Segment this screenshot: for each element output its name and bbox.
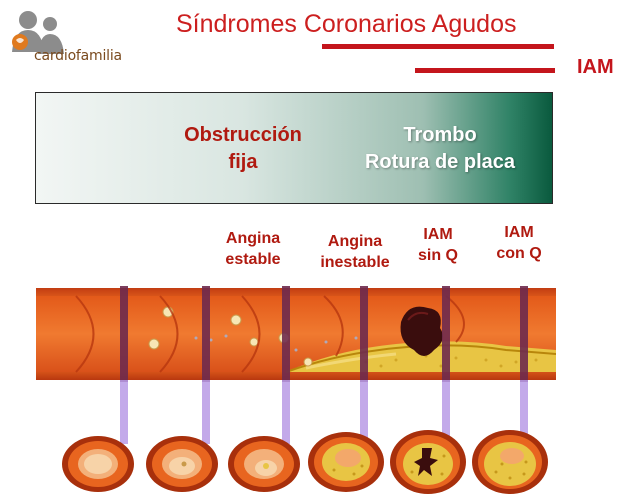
cross-section-iam-con-q	[472, 430, 548, 494]
title-underline	[322, 44, 554, 49]
obstruccion-line1: Obstrucción	[184, 124, 302, 146]
obstruccion-fija-label: Obstrucción fija	[158, 122, 328, 176]
stage-label-iam-sin-q: IAM sin Q	[410, 224, 466, 266]
stage-label-angina-inestable: Angina inestable	[310, 231, 400, 273]
trombo-line1: Trombo	[403, 124, 477, 146]
cross-sections	[62, 430, 548, 494]
iam-label: IAM	[577, 56, 614, 78]
family-silhouette-icon	[12, 11, 64, 54]
cross-section-angina-estable	[146, 436, 218, 492]
trombo-line2: Rotura de placa	[364, 151, 516, 173]
cross-section-plaque	[308, 432, 384, 492]
stage-label-line2: con Q	[496, 245, 542, 262]
page-title: Síndromes Coronarios Agudos	[176, 10, 517, 38]
stage-label-line2: sin Q	[417, 247, 458, 264]
artery-illustration	[36, 286, 556, 494]
stage-dividers	[120, 286, 528, 444]
logo-text: cardiofamilia	[34, 48, 122, 64]
artery-tube	[36, 288, 556, 380]
cross-section-normal	[62, 436, 134, 492]
stage-label-iam-con-q: IAM con Q	[488, 222, 550, 264]
stage-label-line2: inestable	[320, 254, 390, 271]
gradient-banner	[35, 92, 553, 204]
stage-label-angina-estable: Angina estable	[218, 228, 288, 270]
stage-label-line1: Angina	[225, 230, 281, 247]
cardiofamilia-logo: cardiofamilia	[6, 6, 146, 76]
iam-underline	[415, 68, 555, 73]
cross-section-iam-sin-q	[390, 430, 466, 494]
obstruccion-line2: fija	[228, 151, 258, 173]
stage-label-line1: Angina	[327, 233, 383, 250]
trombo-label: Trombo Rotura de placa	[340, 122, 540, 176]
stage-label-line1: IAM	[423, 226, 453, 243]
stage-label-line1: IAM	[504, 224, 534, 241]
thrombus	[400, 306, 443, 356]
stage-label-line2: estable	[225, 251, 281, 268]
cross-section-angina-inestable	[228, 436, 300, 492]
